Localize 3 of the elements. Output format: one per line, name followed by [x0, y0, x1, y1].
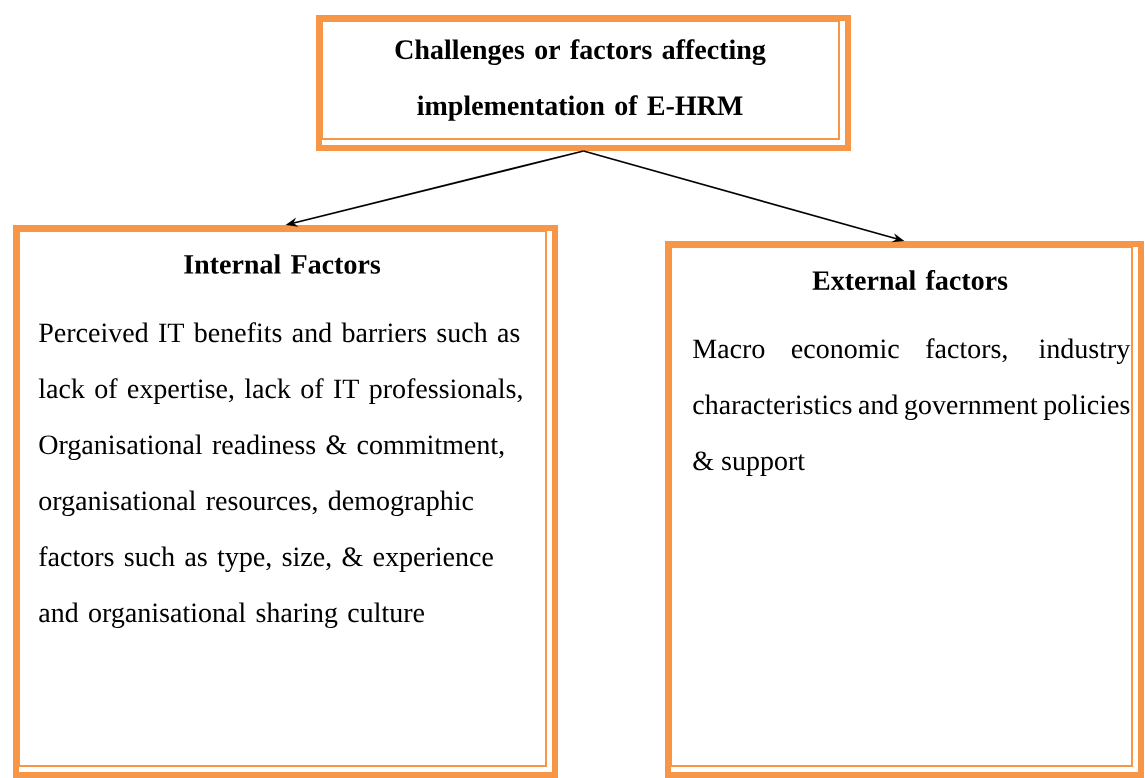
- factor-box: External factors Macro economic factors, industry characteristics and government policies & support: [665, 241, 1144, 778]
- factor-box: Internal Factors Perceived IT benefits and barriers such as lack of expertise, lack of IT professionals, Organisational readiness & commitment, organisational resources, demographic factors such as type, size, & experience and organisational sharing culture: [13, 225, 558, 778]
- title-box: Challenges or factors affecting implementation of E-HRM: [316, 15, 851, 151]
